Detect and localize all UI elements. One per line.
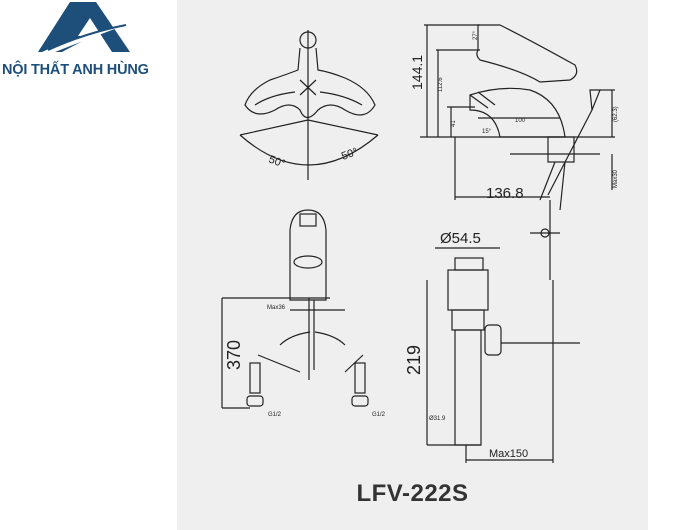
- drain-diameter-label: Ø54.5: [440, 230, 481, 247]
- max-offset-label: Max150: [489, 448, 528, 460]
- height-total-label: 144.1: [409, 55, 425, 90]
- side-view: 144.1 112.6 27° 41 100 15° (62.3) Max30 …: [409, 24, 619, 280]
- spout-reach-label: 100: [515, 118, 526, 124]
- drain-rod-height-label: (62.3): [613, 106, 619, 122]
- thread-left-label: G1/2: [268, 412, 282, 418]
- reach-label: 136.8: [486, 185, 524, 202]
- height-lever-label: 112.6: [438, 77, 444, 92]
- pipe-diameter-label: Ø31.9: [429, 416, 446, 422]
- max-deck-side-label: Max30: [613, 169, 619, 188]
- angle-right-label: 50°: [340, 146, 360, 163]
- drain-view: Ø54.5 219 Ø31.9 Max150: [404, 230, 580, 463]
- max-deck-front-label: Max36: [267, 305, 286, 311]
- spout-angle-label: 15°: [482, 129, 492, 135]
- front-view: 370 Max36 G1/2 G1/2: [221, 209, 386, 418]
- angle-left-label: 50°: [267, 154, 287, 171]
- drain-length-label: 219: [404, 345, 424, 375]
- lever-angle-label: 27°: [473, 30, 479, 40]
- brand-name: NỘI THẤT ANH HÙNG: [2, 62, 149, 78]
- faucet-technical-drawing: 50° 50° 144.1 112.6 27° 41 100 15° (62.3…: [221, 24, 619, 463]
- logo-mark: [38, 2, 130, 54]
- model-number: LFV-222S: [356, 480, 469, 507]
- thread-right-label: G1/2: [372, 412, 386, 418]
- spout-height-label: 41: [451, 120, 457, 127]
- technical-drawing-panel: 50° 50° 144.1 112.6 27° 41 100 15° (62.3…: [177, 0, 648, 530]
- brand-logo: NỘI THẤT ANH HÙNG: [0, 0, 177, 90]
- top-view: 50° 50°: [239, 30, 379, 180]
- hose-length-label: 370: [224, 340, 244, 370]
